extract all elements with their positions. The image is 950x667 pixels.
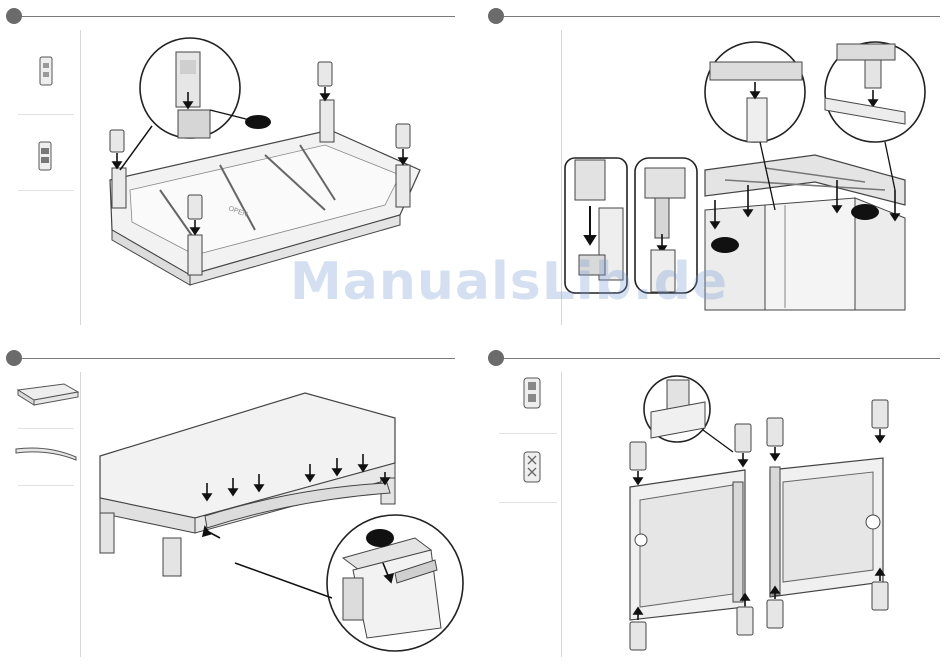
step-3-roof-illustration bbox=[95, 388, 465, 653]
step-4-parts-divider bbox=[499, 433, 557, 434]
step-4-doors-illustration bbox=[615, 372, 935, 662]
step-1-parts-divider bbox=[18, 114, 74, 115]
step-4-marker bbox=[488, 350, 504, 366]
corner-connector-icon bbox=[37, 140, 55, 172]
step-3-panel bbox=[0, 340, 475, 667]
step-3-parts-divider bbox=[18, 485, 74, 486]
step-3-parts-divider bbox=[18, 428, 74, 429]
step-3-marker bbox=[6, 350, 22, 366]
step-2-rule bbox=[504, 16, 940, 17]
step-1-parts-divider bbox=[18, 190, 74, 191]
step-4-rule bbox=[504, 358, 940, 359]
door-hinge-connector-icon bbox=[522, 376, 544, 410]
step-3-rule bbox=[22, 358, 455, 359]
step-2-marker bbox=[488, 8, 504, 24]
step-4-parts-divider bbox=[499, 502, 557, 503]
step-1-rule bbox=[22, 16, 455, 17]
watermark-text: ManualsLib.de bbox=[290, 252, 728, 312]
front-beam-icon bbox=[14, 443, 80, 463]
step-1-marker bbox=[6, 8, 22, 24]
corner-connector-icon bbox=[38, 55, 56, 87]
roof-panel-icon bbox=[16, 380, 80, 410]
step-1-floor-illustration: OPEN bbox=[100, 40, 440, 285]
step-4-parts-column bbox=[499, 372, 562, 657]
door-hinge-connector-icon bbox=[522, 450, 544, 484]
step-4-panel bbox=[475, 340, 950, 667]
step-3-parts-column bbox=[18, 372, 81, 657]
